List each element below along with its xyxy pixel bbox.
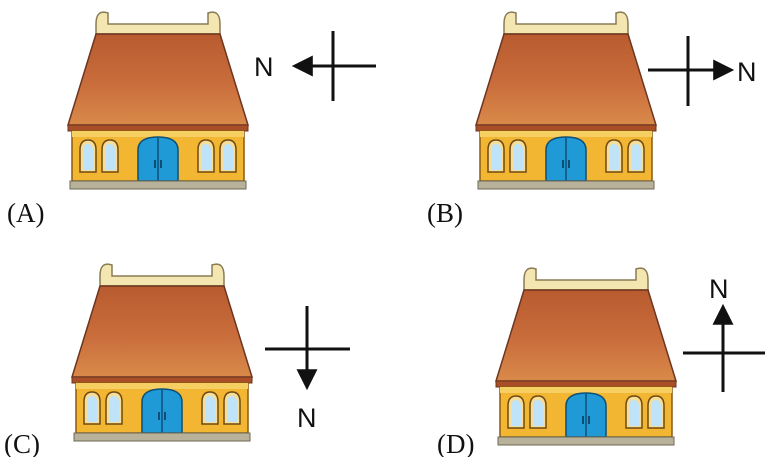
option-b-compass <box>648 36 735 106</box>
option-c-house <box>71 263 253 442</box>
option-d-house <box>495 267 677 446</box>
option-c-north-label: N <box>297 403 317 433</box>
option-a-label: (A) <box>7 198 44 228</box>
option-a-house <box>67 11 249 190</box>
option-d-compass <box>683 303 765 392</box>
option-b-label: (B) <box>427 198 463 228</box>
option-d-label: (D) <box>437 429 474 457</box>
option-b-house <box>475 11 657 190</box>
option-c-label: (C) <box>4 429 40 457</box>
option-c-compass <box>265 306 350 391</box>
option-a-north-label: N <box>254 52 274 82</box>
option-a-compass <box>291 31 376 101</box>
option-d-north-label: N <box>709 274 729 304</box>
option-b-north-label: N <box>737 57 757 87</box>
